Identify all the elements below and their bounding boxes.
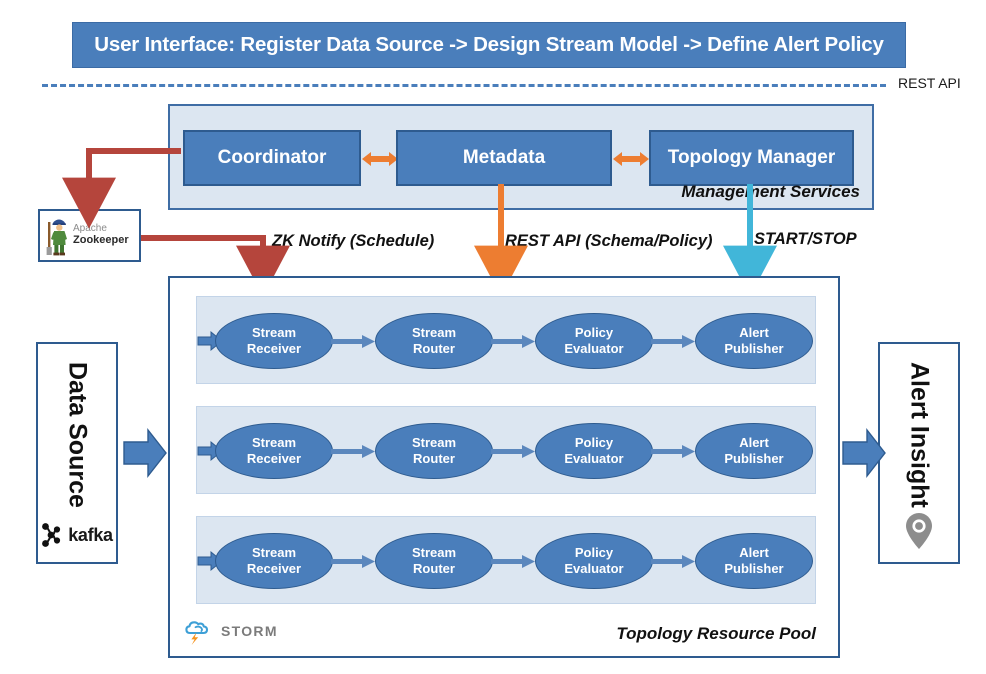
pipeline-node-stream-router[interactable]: Stream Router [375, 313, 493, 369]
topology-resource-pool: Stream Receiver Stream Router Policy Eva… [168, 276, 840, 658]
service-label-topology-manager: Topology Manager [667, 147, 836, 168]
pipeline-node-stream-receiver[interactable]: Stream Receiver [215, 423, 333, 479]
node-label-line1: Stream [411, 544, 457, 560]
pipeline-node-stream-router[interactable]: Stream Router [375, 533, 493, 589]
node-label-line2: Receiver [246, 451, 302, 466]
node-label-line1: Stream [411, 434, 457, 450]
pipeline-arrow-icon [651, 555, 695, 568]
service-label-coordinator: Coordinator [217, 147, 327, 168]
node-label-line2: Publisher [724, 451, 784, 466]
pipeline-arrow-icon [331, 445, 375, 458]
pipeline-row: Stream Receiver Stream Router Policy Eva… [196, 516, 816, 604]
location-pin-icon [904, 512, 934, 550]
node-label-line1: Alert [739, 324, 769, 340]
data-source-box: Data Source kafka [36, 342, 118, 564]
pipeline-arrow-icon [651, 335, 695, 348]
service-label-metadata: Metadata [462, 147, 546, 168]
pipeline-row: Stream Receiver Stream Router Policy Eva… [196, 296, 816, 384]
node-label-line2: Router [413, 341, 455, 356]
zookeeper-icon [44, 215, 70, 257]
pipeline-arrow-icon [331, 335, 375, 348]
storm-icon [184, 616, 214, 646]
management-services-label: Management Services [681, 182, 860, 201]
service-box-coordinator[interactable]: Coordinator [183, 130, 361, 186]
zookeeper-vendor-label: Apache [73, 223, 107, 235]
zookeeper-box: Apache Zookeeper [38, 209, 141, 262]
double-arrow-icon-metadata-topology [613, 150, 649, 168]
kafka-logo: kafka [41, 522, 113, 548]
pipeline-arrow-icon [491, 555, 535, 568]
node-label-line2: Router [413, 451, 455, 466]
pipeline-node-alert-publisher[interactable]: Alert Publisher [695, 423, 813, 479]
management-services-panel: Coordinator Metadata Topology Manager Ma… [168, 104, 874, 210]
node-label-line2: Receiver [246, 561, 302, 576]
pipeline-arrow-icon [331, 555, 375, 568]
node-label-line1: Policy [574, 544, 614, 560]
service-box-topology-manager[interactable]: Topology Manager [649, 130, 854, 186]
pipeline-node-alert-publisher[interactable]: Alert Publisher [695, 533, 813, 589]
arrow-zookeeper-to-pool [141, 235, 290, 297]
data-source-title: Data Source [63, 362, 92, 508]
flow-label-zk-notify: ZK Notify (Schedule) [272, 232, 435, 250]
double-arrow-icon-coordinator-metadata [362, 150, 398, 168]
node-label-line1: Stream [251, 434, 297, 450]
storm-logo: STORM [184, 616, 278, 646]
node-label-line2: Evaluator [564, 451, 624, 466]
pipeline-arrow-icon [651, 445, 695, 458]
title-bar: User Interface: Register Data Source -> … [72, 22, 906, 68]
flow-label-start-stop: START/STOP [754, 230, 857, 248]
pipeline-node-alert-publisher[interactable]: Alert Publisher [695, 313, 813, 369]
node-label-line1: Alert [739, 434, 769, 450]
pipeline-row: Stream Receiver Stream Router Policy Eva… [196, 406, 816, 494]
node-label-line2: Publisher [724, 341, 784, 356]
alert-insight-title: Alert Insight [905, 362, 934, 508]
flow-label-rest-api-schema-policy: REST API (Schema/Policy) [505, 232, 713, 250]
node-label-line1: Stream [411, 324, 457, 340]
rest-api-divider-line [42, 84, 886, 87]
node-label-line1: Policy [574, 434, 614, 450]
pipeline-node-policy-evaluator[interactable]: Policy Evaluator [535, 533, 653, 589]
node-label-line1: Stream [251, 324, 297, 340]
pipeline-arrow-icon [491, 445, 535, 458]
node-label-line2: Evaluator [564, 561, 624, 576]
alert-insight-box: Alert Insight [878, 342, 960, 564]
pipeline-node-stream-receiver[interactable]: Stream Receiver [215, 533, 333, 589]
node-label-line2: Publisher [724, 561, 784, 576]
node-label-line1: Alert [739, 544, 769, 560]
node-label-line1: Stream [251, 544, 297, 560]
block-arrow-pool-to-alert-insight [842, 427, 886, 479]
pipeline-node-policy-evaluator[interactable]: Policy Evaluator [535, 423, 653, 479]
node-label-line1: Policy [574, 324, 614, 340]
node-label-line2: Receiver [246, 341, 302, 356]
kafka-icon [41, 522, 63, 548]
storm-label: STORM [221, 623, 278, 639]
zookeeper-name-label: Zookeeper [73, 233, 129, 246]
kafka-label: kafka [68, 524, 113, 545]
title-bar-text: User Interface: Register Data Source -> … [94, 33, 884, 56]
pipeline-node-stream-router[interactable]: Stream Router [375, 423, 493, 479]
rest-api-divider-label: REST API [898, 75, 961, 91]
node-label-line2: Router [413, 561, 455, 576]
pipeline-node-stream-receiver[interactable]: Stream Receiver [215, 313, 333, 369]
pipeline-node-policy-evaluator[interactable]: Policy Evaluator [535, 313, 653, 369]
service-box-metadata[interactable]: Metadata [396, 130, 612, 186]
topology-resource-pool-label: Topology Resource Pool [616, 624, 816, 643]
node-label-line2: Evaluator [564, 341, 624, 356]
block-arrow-data-source-to-pool [123, 427, 167, 479]
pipeline-arrow-icon [491, 335, 535, 348]
